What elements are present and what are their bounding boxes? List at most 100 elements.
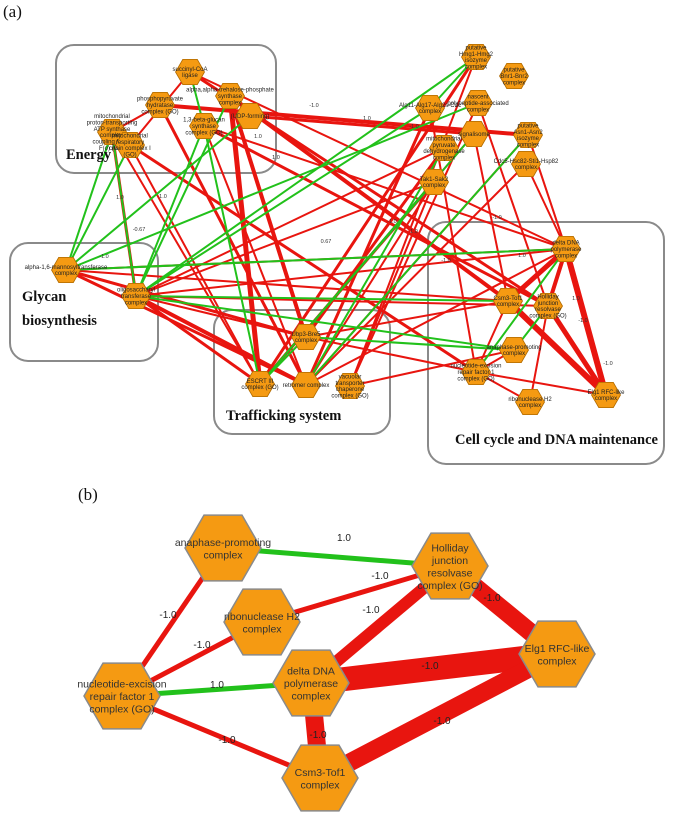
edge-succ-delta — [189, 71, 567, 250]
edge-bglu-delta — [203, 125, 567, 250]
edge-delta-elg — [309, 642, 559, 695]
edge-olig-escrt — [134, 294, 262, 386]
edge-udp-amann — [65, 115, 251, 271]
edge-olig-csm — [135, 295, 509, 302]
node-hexagon — [499, 336, 529, 364]
edge-tak-olig — [135, 181, 435, 297]
node-hexagon — [215, 83, 245, 109]
node-hexagon — [184, 514, 262, 582]
edge-mito-amann — [65, 131, 113, 271]
edge-weight-label: -1.0 — [421, 661, 439, 672]
node-hexagon — [493, 287, 523, 315]
edge-weight-label: -1.0 — [409, 124, 418, 130]
edge-weight-label: -1.0 — [441, 258, 450, 264]
node-hexagon — [121, 282, 151, 310]
edge-nasc-amann — [65, 102, 479, 271]
node-hexagon — [415, 95, 445, 121]
edge-pdh-olig — [135, 147, 445, 297]
edge-weight-label: -0.67 — [133, 227, 146, 233]
edge-ubp-anap — [305, 336, 515, 351]
edge-delta-elg — [563, 246, 609, 398]
group-box-traffic — [213, 309, 391, 435]
panel-a-group-boxes — [9, 44, 665, 465]
edge-olig-retro — [134, 294, 308, 387]
edge-nasc-holl — [477, 102, 549, 307]
node-hexagon — [175, 59, 205, 85]
node-hexagon — [513, 122, 543, 149]
edge-asn-retro — [305, 134, 529, 386]
edge-csm-elg — [315, 646, 562, 786]
node-hexagon — [463, 90, 493, 116]
group-label-energy: Energy — [66, 147, 112, 163]
panel-b-edges: 1.0-1.0-1.0-1.0-1.0-1.01.0-1.0-1.0-1.0-1… — [119, 533, 563, 786]
edge-tre-csm — [228, 94, 510, 303]
edge-weight-label: -1.0 — [99, 254, 108, 260]
edge-tre-escrt — [227, 93, 263, 387]
edge-weight-label: -1.0 — [483, 593, 501, 604]
node-hexagon — [51, 256, 81, 284]
edge-weight-label: -1.0 — [159, 610, 177, 621]
edge-weight-label: -1.0 — [309, 730, 327, 741]
edge-bglu-olig — [135, 125, 205, 297]
edge-weight-label: 0.67 — [321, 239, 332, 245]
edge-pdh-retro — [305, 147, 445, 386]
edge-weight-label: -1.0 — [603, 361, 612, 367]
edge-mresp-nucl — [128, 143, 478, 374]
edge-weight-label: 1.0 — [116, 195, 124, 201]
node-hexagon — [291, 323, 321, 351]
panel-b-letter: (b) — [78, 485, 98, 504]
edge-cdc-delta — [525, 163, 567, 250]
node-hexagon — [245, 370, 275, 398]
node-hexagon — [533, 292, 563, 320]
node-hexagon — [281, 744, 359, 812]
edge-weight-label: -1.0 — [492, 215, 501, 221]
edge-weight-label: -1.0 — [433, 716, 451, 727]
node-hexagon — [461, 358, 491, 386]
edge-olig-delta — [135, 248, 567, 297]
node-hexagon — [419, 168, 449, 196]
edge-nucl-elg — [475, 371, 607, 396]
edge-weight-label: -1.0 — [309, 103, 318, 109]
edge-weight-label: 1.0 — [572, 296, 580, 302]
edge-ubp-nucl — [305, 336, 477, 373]
edge-weight-label: 1.0 — [254, 134, 262, 140]
